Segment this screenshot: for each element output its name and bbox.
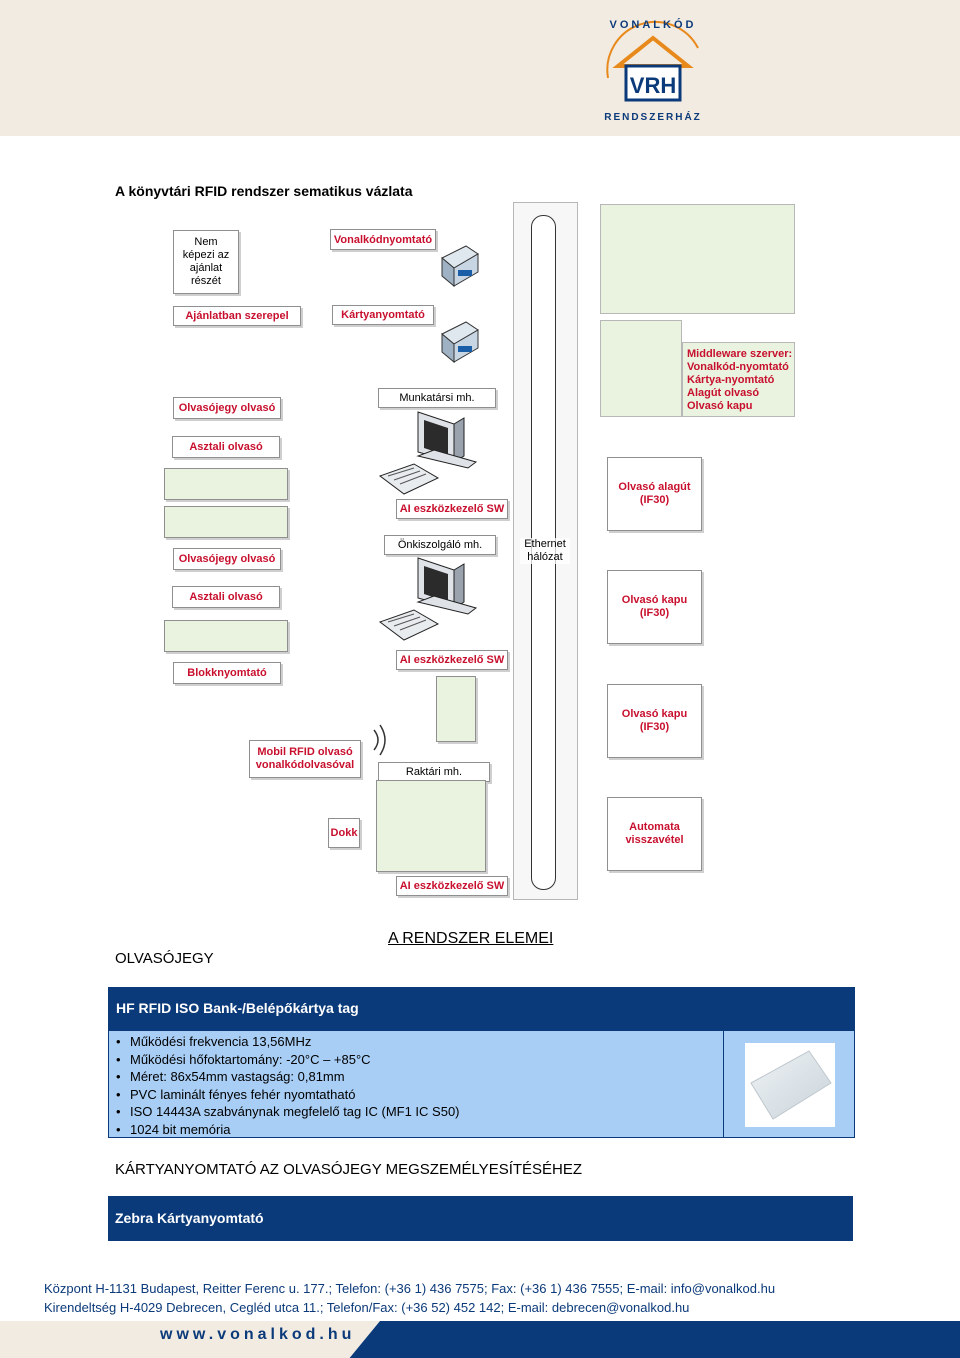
card-printer-section-title: KÁRTYANYOMTATÓ AZ OLVASÓJEGY MEGSZEMÉLYE… — [115, 1161, 583, 1178]
diagram-title: A könyvtári RFID rendszer sematikus vázl… — [115, 183, 413, 199]
label-barcode-printer: Vonalkódnyomtató — [330, 229, 436, 250]
vrh-logo: VRH VONALKÓD RENDSZERHÁZ — [604, 18, 702, 123]
footer-hq-address: Központ H-1131 Budapest, Reitter Ferenc … — [44, 1281, 776, 1296]
wireless-signal-icon — [373, 724, 386, 756]
spec-list: Működési frekvencia 13,56MHz Működési hő… — [116, 1033, 460, 1138]
label-card-reader-1: Olvasójegy olvasó — [173, 397, 281, 419]
label-reader-gate-2: Olvasó kapu (IF30) — [607, 684, 702, 758]
header-band — [0, 0, 960, 136]
handheld-image — [436, 676, 476, 742]
legend-not-included: Nem képezi az ajánlat részét — [173, 230, 239, 294]
label-reader-tunnel: Olvasó alagút (IF30) — [607, 457, 702, 531]
label-dock: Dokk — [328, 818, 360, 848]
label-mobile-reader: Mobil RFID olvasó vonalkódolvasóval — [249, 740, 361, 778]
label-card-reader-2: Olvasójegy olvasó — [173, 548, 281, 570]
card-tag-title: HF RFID ISO Bank-/Belépőkártya tag — [116, 1000, 359, 1016]
server-panel-left — [600, 320, 682, 417]
label-ai-sw-2: AI eszközkezelő SW — [396, 650, 508, 670]
label-desktop-reader-1: Asztali olvasó — [172, 436, 280, 458]
label-warehouse-workstation: Raktári mh. — [378, 762, 490, 782]
system-elements-title: A RENDSZER ELEMEI — [388, 930, 554, 947]
dock-image — [376, 780, 486, 872]
server-panel-top — [600, 204, 795, 314]
footer-website-link[interactable]: www.vonalkod.hu — [160, 1326, 356, 1343]
spec-item: Működési frekvencia 13,56MHz — [116, 1033, 460, 1051]
printer-icon — [441, 321, 479, 364]
spec-item: ISO 14443A szabványnak megfelelő tag IC … — [116, 1103, 460, 1121]
card-printer-bar: Zebra Kártyanyomtató — [108, 1196, 853, 1241]
computer-icon — [378, 557, 478, 641]
middleware-text: Middleware szerver: Vonalkód-nyomtató Ká… — [687, 348, 793, 412]
label-staff-workstation: Munkatársi mh. — [378, 388, 496, 408]
label-ai-sw-3: AI eszközkezelő SW — [396, 876, 508, 896]
ethernet-label: Ethernet hálózat — [520, 538, 570, 564]
label-receipt-printer: Blokknyomtató — [173, 662, 281, 684]
svg-text:VONALKÓD: VONALKÓD — [610, 18, 697, 31]
spec-item: Működési hőfoktartomány: -20°C – +85°C — [116, 1051, 460, 1069]
label-ai-sw-1: AI eszközkezelő SW — [396, 499, 508, 519]
legend-included: Ajánlatban szerepel — [173, 306, 301, 326]
label-auto-return: Automata visszavétel — [607, 797, 702, 871]
svg-text:VRH: VRH — [630, 73, 676, 98]
footer-bar-accent — [0, 1321, 380, 1358]
label-self-service: Önkiszolgáló mh. — [384, 535, 496, 555]
rfid-card-image — [745, 1043, 835, 1127]
middleware-panel — [682, 342, 795, 417]
spec-item: PVC laminált fényes fehér nyomtatható — [116, 1086, 460, 1104]
label-card-printer: Kártyanyomtató — [332, 305, 434, 325]
device-image-2 — [164, 506, 288, 538]
label-reader-gate-1: Olvasó kapu (IF30) — [607, 570, 702, 644]
spec-item: Méret: 86x54mm vastagság: 0,81mm — [116, 1068, 460, 1086]
svg-text:RENDSZERHÁZ: RENDSZERHÁZ — [604, 110, 702, 123]
reader-card-section-title: OLVASÓJEGY — [115, 950, 214, 967]
footer-branch-address: Kirendeltség H-4029 Debrecen, Cegléd utc… — [44, 1300, 690, 1315]
printer-icon — [441, 245, 479, 288]
card-tag-bar: HF RFID ISO Bank-/Belépőkártya tag — [108, 987, 855, 1030]
label-desktop-reader-2: Asztali olvasó — [172, 586, 280, 608]
device-image-3 — [164, 620, 288, 652]
computer-icon — [378, 411, 478, 495]
card-printer-title: Zebra Kártyanyomtató — [115, 1210, 264, 1226]
spec-separator — [723, 1030, 724, 1138]
device-image-1 — [164, 468, 288, 500]
spec-item: 1024 bit memória — [116, 1121, 460, 1139]
